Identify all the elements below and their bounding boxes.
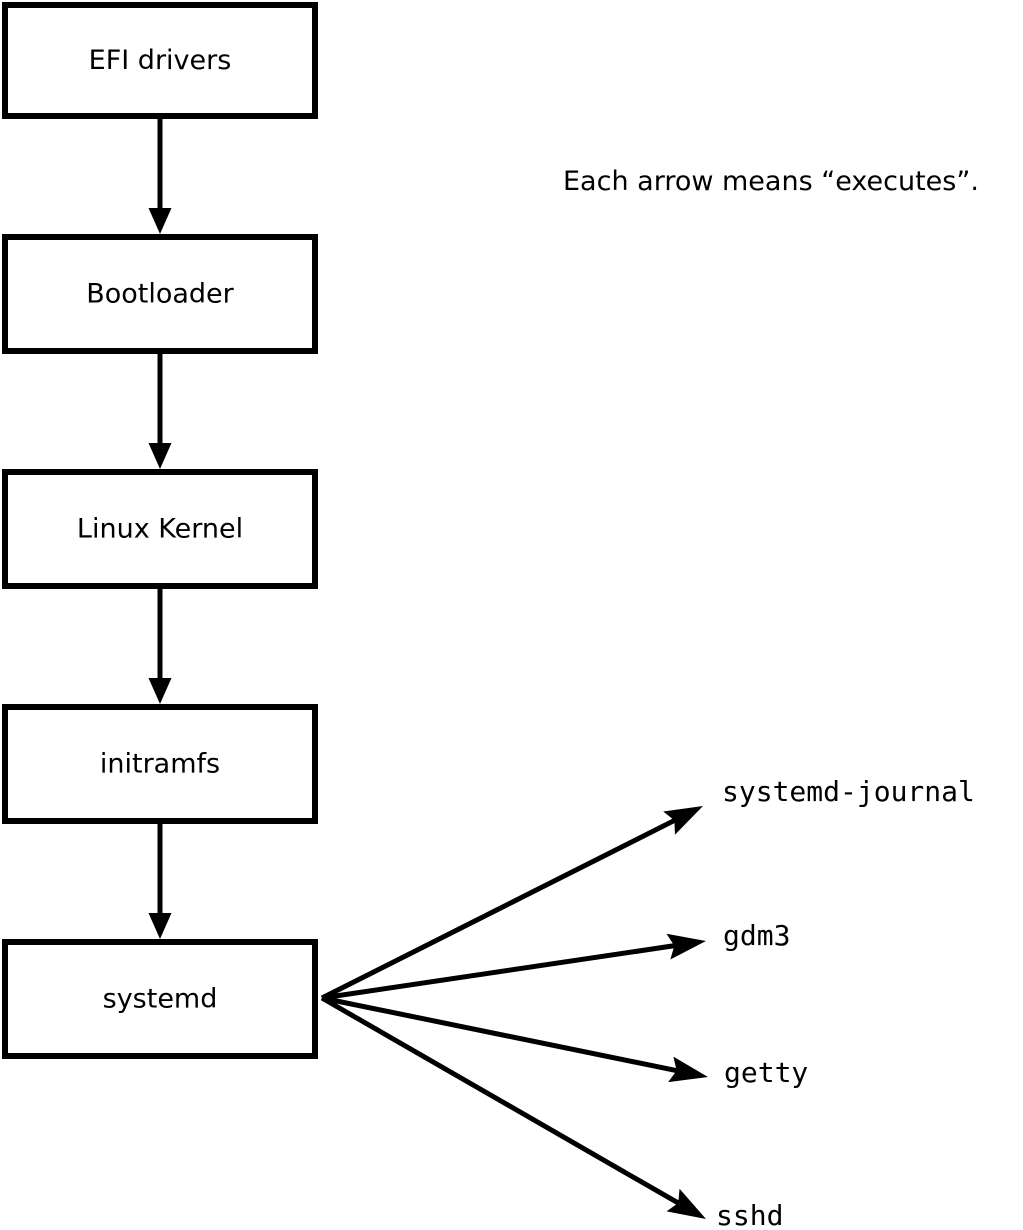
arrow-head-icon bbox=[148, 443, 172, 469]
arrow-shaft bbox=[320, 995, 684, 1208]
arrow-head-icon bbox=[148, 913, 172, 939]
arrow-head-icon bbox=[666, 933, 706, 960]
process-box-efi-drivers[interactable]: EFI drivers bbox=[2, 2, 318, 119]
box-outline bbox=[2, 469, 318, 589]
process-box-bootloader[interactable]: Bootloader bbox=[2, 234, 318, 354]
process-box-initramfs[interactable]: initramfs bbox=[2, 704, 318, 824]
arrow-shaft bbox=[321, 995, 682, 1074]
box-label: initramfs bbox=[100, 749, 220, 780]
arrow-head-icon bbox=[663, 806, 703, 835]
box-label: Linux Kernel bbox=[77, 514, 243, 545]
chain-arrow-kernel-to-initramfs bbox=[148, 589, 172, 704]
box-label: EFI drivers bbox=[89, 45, 232, 76]
arrow-shaft bbox=[320, 816, 680, 1001]
box-outline bbox=[2, 939, 318, 1059]
box-outline bbox=[2, 2, 318, 119]
service-label-gdm3: gdm3 bbox=[723, 919, 790, 952]
fan-arrow-systemd-journal bbox=[320, 806, 703, 1001]
arrow-head-icon bbox=[666, 1188, 706, 1219]
process-box-systemd[interactable]: systemd bbox=[2, 939, 318, 1059]
service-label-sshd: sshd bbox=[716, 1199, 783, 1230]
box-label: systemd bbox=[103, 984, 218, 1015]
service-label-getty: getty bbox=[724, 1056, 808, 1089]
fan-arrow-gdm3 bbox=[321, 933, 706, 1001]
process-box-linux-kernel[interactable]: Linux Kernel bbox=[2, 469, 318, 589]
box-outline bbox=[2, 704, 318, 824]
arrow-head-icon bbox=[148, 208, 172, 234]
box-outline bbox=[2, 234, 318, 354]
fan-arrow-getty bbox=[321, 995, 708, 1083]
arrow-head-icon bbox=[668, 1056, 708, 1083]
chain-arrow-efi-to-bootloader bbox=[148, 119, 172, 234]
box-label: Bootloader bbox=[86, 279, 234, 310]
chain-arrow-bootloader-to-kernel bbox=[148, 354, 172, 469]
legend-caption: Each arrow means “executes”. bbox=[563, 166, 979, 197]
service-label-systemd-journal: systemd-journal bbox=[722, 775, 975, 808]
fan-arrow-sshd bbox=[320, 995, 706, 1219]
arrow-shaft bbox=[321, 942, 680, 1001]
chain-arrow-initramfs-to-systemd bbox=[148, 824, 172, 939]
arrow-head-icon bbox=[148, 678, 172, 704]
